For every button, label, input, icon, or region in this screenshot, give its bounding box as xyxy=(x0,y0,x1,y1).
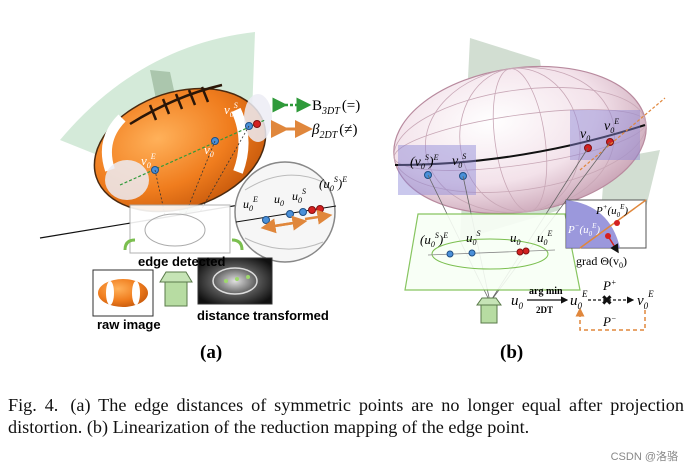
figure-caption: Fig. 4.(a) The edge distances of symmetr… xyxy=(8,394,684,438)
watermark: CSDN @洛骆 xyxy=(610,451,678,463)
formula-P-plus: P+ xyxy=(602,278,616,293)
label-distance: distance xyxy=(197,308,250,323)
formula-argmin: arg min xyxy=(529,286,563,297)
tangent-b xyxy=(579,97,666,171)
label-v0S-a: v0S xyxy=(224,101,238,119)
distance-map-thumb xyxy=(197,257,273,305)
panel-a: B3DT(=) β2DT(≠) v0E v0 v0S u0E u0 u0S (u… xyxy=(39,32,360,363)
formula-2dt: 2DT xyxy=(536,305,553,315)
projection-rays-a xyxy=(154,125,250,216)
label-u0-b: u0 xyxy=(510,230,521,247)
label-u0-a: u0 xyxy=(274,192,284,208)
ball-axis-a xyxy=(119,119,266,186)
cross-mark: ✖ xyxy=(601,293,613,309)
image-plane-a xyxy=(129,204,231,254)
label-v0E-a: v0E xyxy=(141,152,156,170)
camera-icon xyxy=(159,271,193,307)
region-right-b xyxy=(570,110,640,160)
formula-v0E: v0E xyxy=(637,289,654,311)
label-v0E-b: v0E xyxy=(604,117,619,135)
label-u0S-a: u0S xyxy=(292,187,306,205)
caption-text: (a) The edge distances of symmetric poin… xyxy=(8,395,684,437)
label-v0SE-b: (v0S)E xyxy=(410,153,439,171)
P-minus-loop xyxy=(575,307,646,331)
label-transformed: transformed xyxy=(253,308,329,323)
inset-label-P-minus: P−(u0E) xyxy=(567,222,600,238)
ellipsoid xyxy=(393,65,647,215)
magnifier-a xyxy=(234,161,337,263)
legend-symmetric-label: B3DT(=) xyxy=(312,98,360,117)
label-v0S-b: v0S xyxy=(452,152,466,170)
inset-gradient-b xyxy=(565,199,647,254)
point-v0SE-a xyxy=(253,120,261,128)
inset-label-P-plus: P+(u0E) xyxy=(595,203,628,219)
camera-icon-b xyxy=(476,297,502,324)
panel-label-a: (a) xyxy=(200,342,222,363)
inset-label-grad: grad Θ(v0) xyxy=(576,254,627,270)
formula-u0: u0 xyxy=(511,293,524,311)
panel-label-b: (b) xyxy=(500,342,523,363)
label-edge-detected: edge detected xyxy=(138,254,225,269)
panel-b: ✖ (v0S)E v0S v0 v0E (u0S)E u0S u0 u0E P+… xyxy=(393,38,666,363)
label-u0E-b: u0E xyxy=(537,229,553,247)
legend-asymmetric-label: β2DT(≠) xyxy=(311,122,358,141)
figure-illustration: B3DT(=) β2DT(≠) v0E v0 v0S u0E u0 u0S (u… xyxy=(39,32,666,363)
football xyxy=(93,83,272,213)
label-v0-b: v0 xyxy=(580,127,590,143)
label-u0S-b: u0S xyxy=(466,229,481,247)
label-u0E-a: u0E xyxy=(243,195,258,213)
caption-figure-number: Fig. 4. xyxy=(8,395,59,415)
label-v0-a: v0 xyxy=(204,142,214,159)
label-u0SE-b: (u0S)E xyxy=(420,231,448,249)
label-raw-image: raw image xyxy=(97,317,161,332)
image-plane-b xyxy=(404,213,581,291)
formula-u0E: u0E xyxy=(570,289,588,311)
region-left-b xyxy=(398,145,476,195)
formula-P-minus: P− xyxy=(602,314,616,329)
label-u0SE-a: (u0S)E xyxy=(319,175,347,193)
